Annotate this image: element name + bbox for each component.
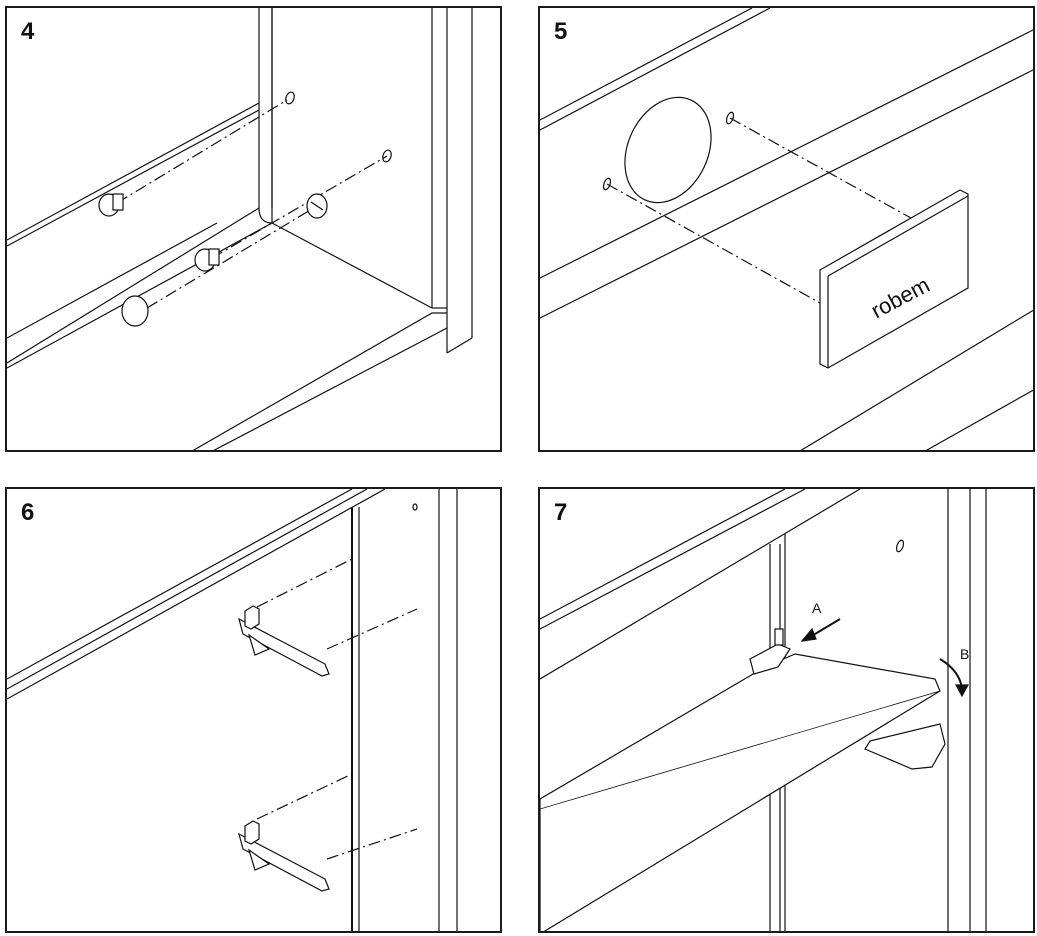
- step-6-panel: 6: [5, 487, 502, 933]
- callout-b: B: [960, 646, 969, 662]
- step-6-illustration: [7, 489, 458, 931]
- step-number: 5: [554, 18, 568, 45]
- shelf-bracket-upper: [238, 605, 330, 677]
- step-5-panel: 5 robem: [538, 6, 1035, 452]
- arrow-a-icon: [800, 618, 841, 642]
- step-number: 7: [554, 499, 568, 526]
- step-4-panel: 4: [5, 6, 502, 452]
- step-5-illustration: robem: [540, 8, 1033, 450]
- step-number: 6: [21, 499, 35, 526]
- arrow-b-icon: [939, 658, 970, 698]
- step-7-panel: 7 A B: [538, 487, 1035, 933]
- callout-a: A: [812, 600, 822, 616]
- glass-shelf: [540, 653, 941, 931]
- shelf-bracket-lower: [238, 820, 330, 892]
- step-number: 4: [21, 18, 35, 45]
- step-7-illustration: A B: [540, 489, 987, 931]
- step-4-illustration: [7, 8, 473, 450]
